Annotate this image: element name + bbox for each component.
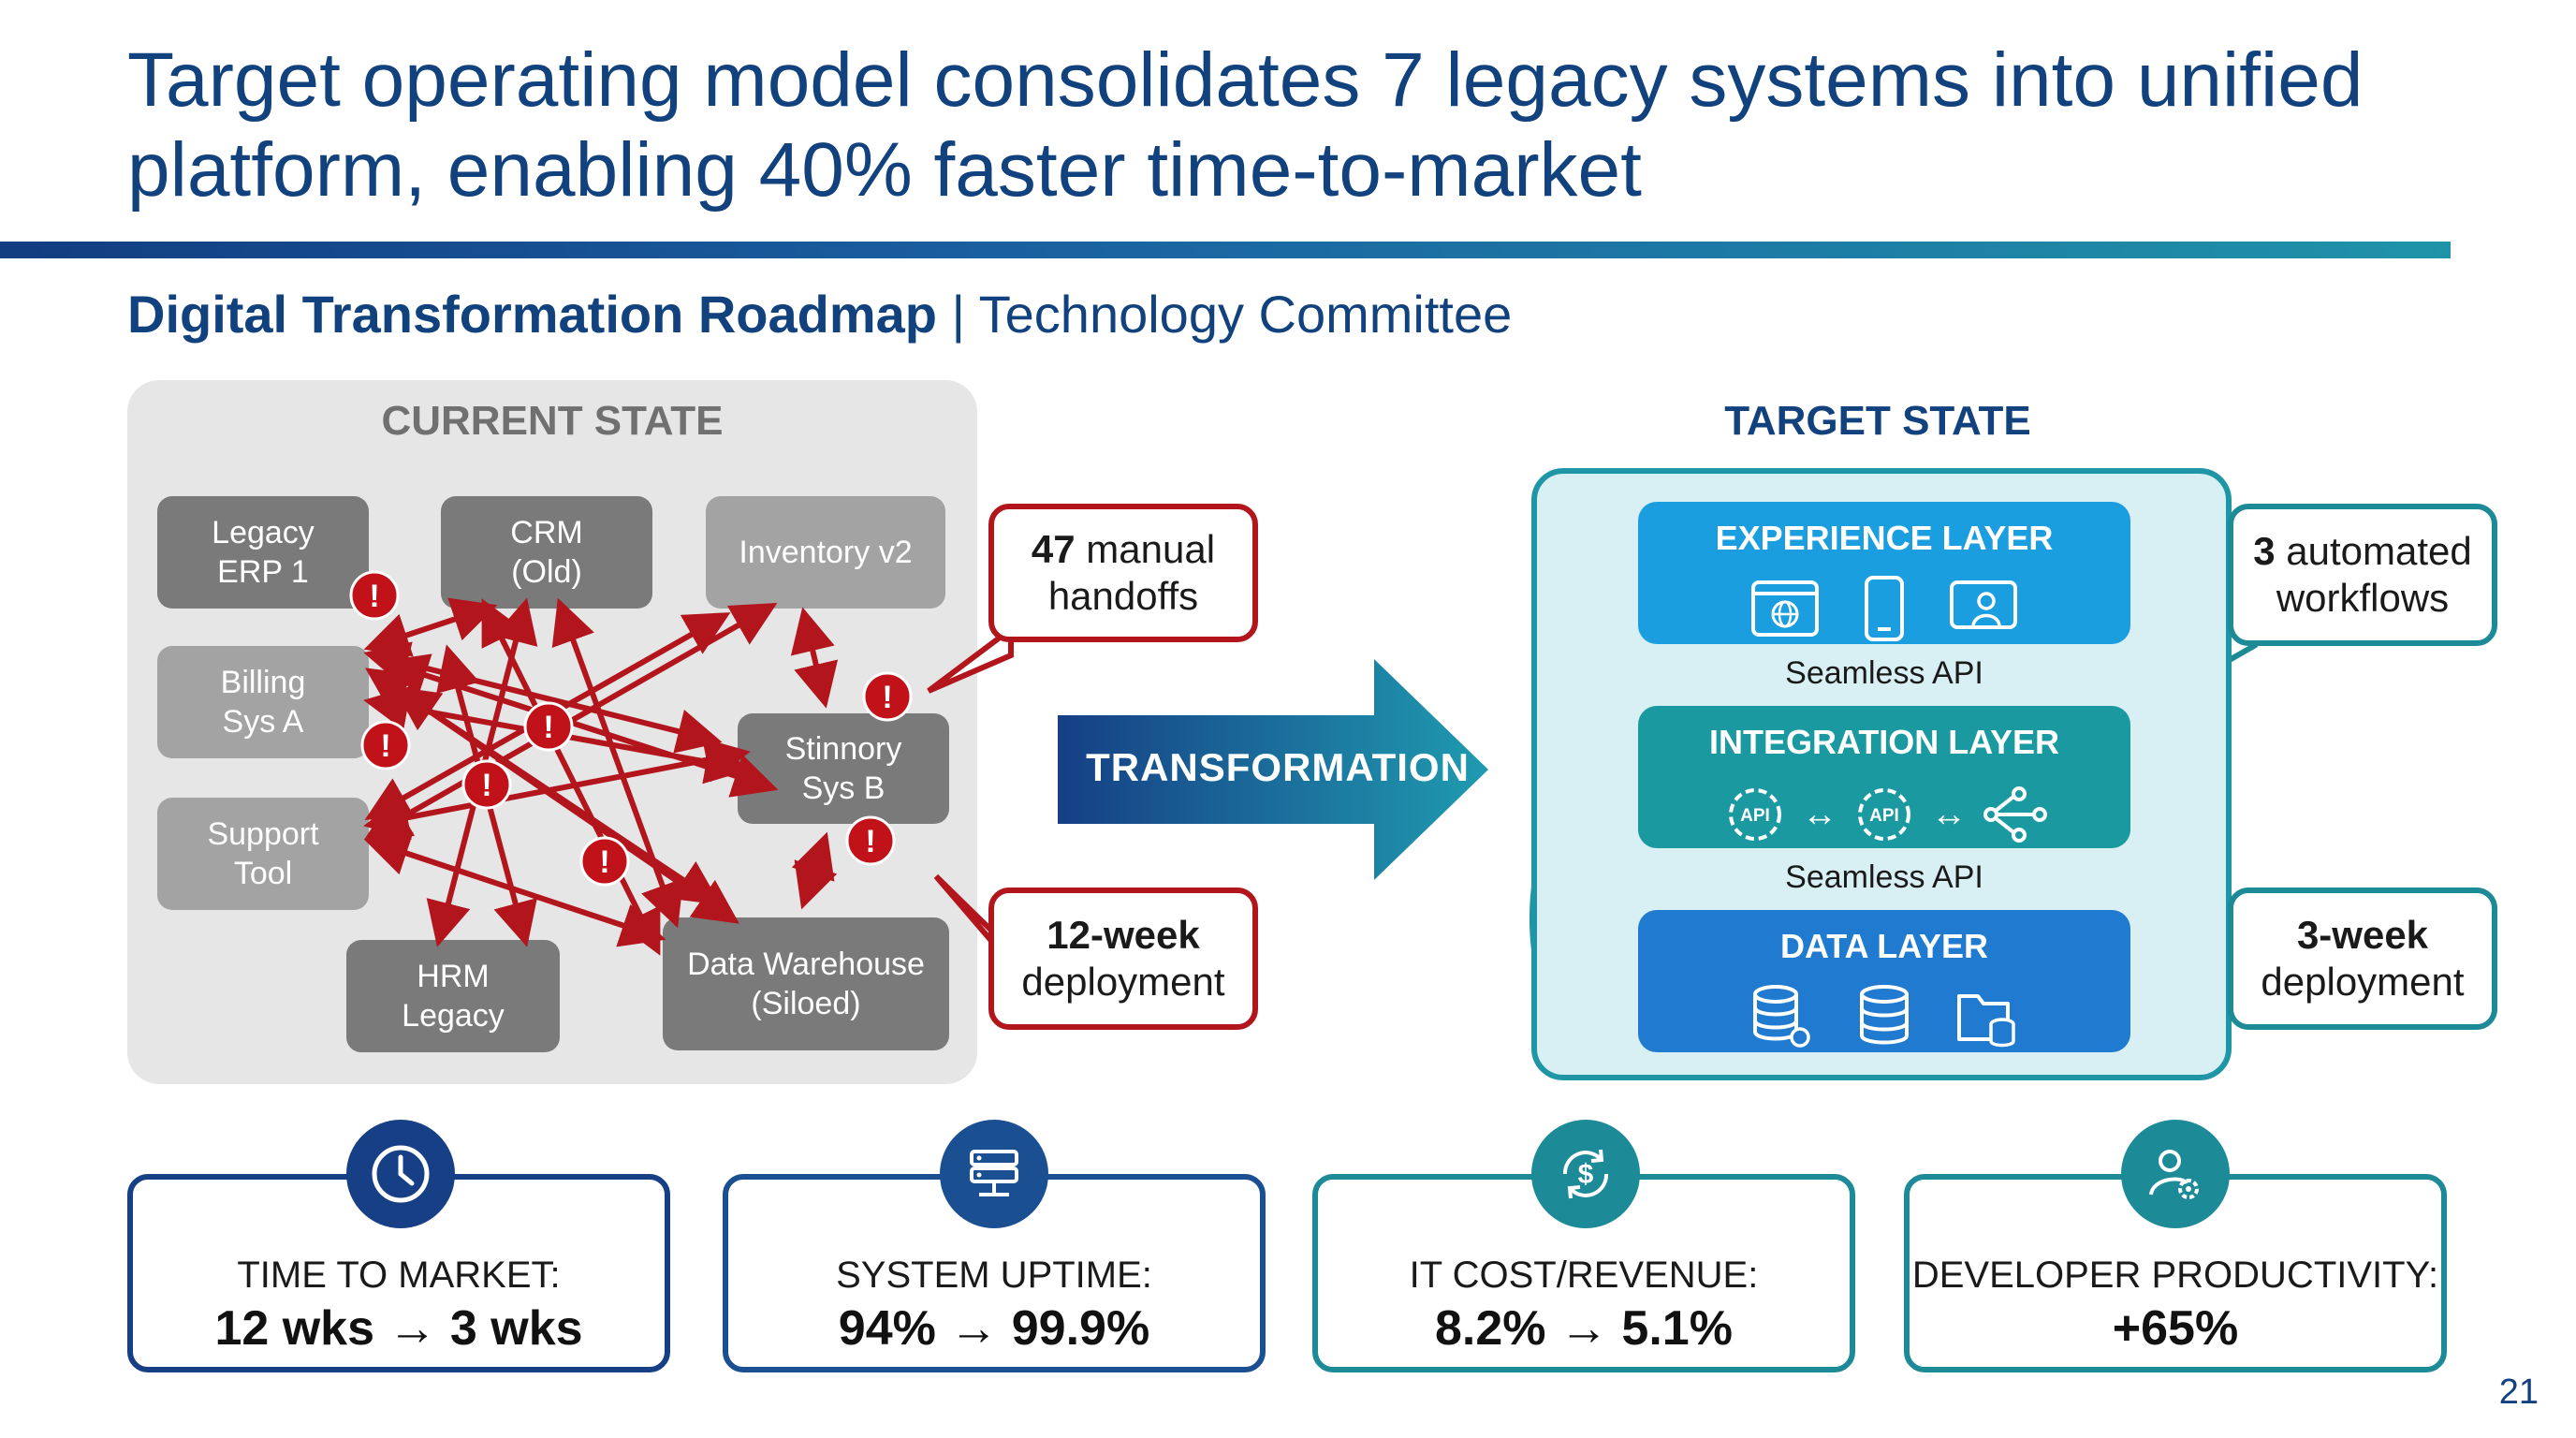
system-legacy-erp: Legacy ERP 1 (157, 496, 369, 609)
workflows-line-1: 3 automated (2253, 528, 2472, 575)
api-gear-icon: API (1729, 788, 1781, 841)
slide-title: Target operating model consolidates 7 le… (127, 37, 2364, 213)
current-state-title: CURRENT STATE (381, 398, 724, 444)
workflows-number: 3 (2253, 529, 2276, 573)
subtitle-rest: Technology Committee (978, 285, 1513, 344)
subtitle: Digital Transformation Roadmap | Technol… (127, 281, 1512, 348)
seamless-api-label-upper: Seamless API (1785, 655, 1983, 691)
data-layer-label: DATA LAYER (1779, 927, 1988, 965)
mobile-phone-icon (1865, 576, 1904, 641)
kpi-value: 8.2% → 5.1% (1435, 1301, 1733, 1356)
kpi-label: DEVELOPER PRODUCTIVITY: (1911, 1255, 2439, 1296)
handoffs-text: manual (1075, 527, 1216, 571)
current-deployment-callout: 12-week deployment (988, 888, 1258, 1030)
target-deployment-line-2: deployment (2261, 960, 2465, 1004)
target-state-title: TARGET STATE (1724, 398, 2031, 444)
title-rule (0, 242, 2451, 258)
kpi-card-developer-productivity: DEVELOPER PRODUCTIVITY: +65% (1904, 1174, 2447, 1372)
transformation-label: TRANSFORMATION (1086, 745, 1470, 789)
manual-handoffs-callout: 47 manual handoffs (988, 504, 1258, 642)
subtitle-strong: Digital Transformation Roadmap (127, 285, 937, 344)
kpi-label: IT COST/REVENUE: (1409, 1255, 1759, 1296)
cost-cycle-icon: $ (1531, 1120, 1640, 1228)
system-inventory: Inventory v2 (706, 496, 945, 609)
system-crm: CRM (Old) (441, 496, 652, 609)
current-deployment-line-1: 12-week (1046, 913, 1200, 957)
system-billing: Billing Sys A (157, 646, 369, 758)
integration-layer: INTEGRATION LAYER API ↔ API ↔ (1638, 706, 2130, 848)
page-number: 21 (2498, 1372, 2539, 1412)
data-layer: DATA LAYER (1638, 910, 2130, 1052)
folder-database-icon (1957, 994, 2015, 1048)
api-text-1: API (1740, 806, 1770, 826)
database-icon (1860, 985, 1909, 1045)
link-glyph-2: ↔ (1931, 794, 1967, 834)
experience-layer: EXPERIENCE LAYER (1638, 502, 2130, 644)
workflows-text: automated (2275, 529, 2472, 573)
developer-gear-icon (2121, 1120, 2230, 1228)
network-node-icon (1983, 786, 2047, 843)
svg-text:$: $ (1578, 1159, 1594, 1190)
target-deployment-line-1: 3-week (2296, 913, 2429, 957)
system-hrm: HRM Legacy (346, 940, 560, 1052)
current-deployment-line-2: deployment (1021, 960, 1225, 1004)
subtitle-separator: | (937, 285, 979, 344)
kpi-label: SYSTEM UPTIME: (836, 1255, 1152, 1296)
seamless-api-label-lower: Seamless API (1785, 859, 1983, 895)
system-support: Support Tool (157, 798, 369, 910)
handoffs-number: 47 (1031, 527, 1076, 571)
kpi-value: 12 wks → 3 wks (214, 1301, 583, 1356)
kpi-label: TIME TO MARKET: (237, 1255, 561, 1296)
kpi-value: +65% (2112, 1301, 2239, 1356)
link-glyph-1: ↔ (1802, 794, 1837, 834)
kpi-value: 94% → 99.9% (838, 1301, 1150, 1356)
browser-globe-icon (1751, 580, 1819, 637)
integration-layer-label: INTEGRATION LAYER (1708, 723, 2060, 761)
system-data-warehouse: Data Warehouse (Siloed) (663, 917, 949, 1050)
user-screen-icon (1950, 580, 2017, 629)
database-icon (1753, 985, 1810, 1048)
experience-layer-label: EXPERIENCE LAYER (1715, 519, 2054, 557)
system-stinnory: Stinnory Sys B (738, 713, 949, 824)
server-icon (940, 1120, 1048, 1228)
handoffs-line-1: 47 manual (1032, 526, 1215, 573)
automated-workflows-callout: 3 automated workflows (2228, 504, 2497, 646)
workflows-line-2: workflows (2276, 576, 2450, 620)
api-gear-icon: API (1858, 788, 1910, 841)
handoffs-line-2: handoffs (1047, 574, 1199, 618)
clock-icon (346, 1120, 455, 1228)
target-deployment-callout: 3-week deployment (2228, 888, 2497, 1030)
api-text-2: API (1869, 806, 1899, 826)
